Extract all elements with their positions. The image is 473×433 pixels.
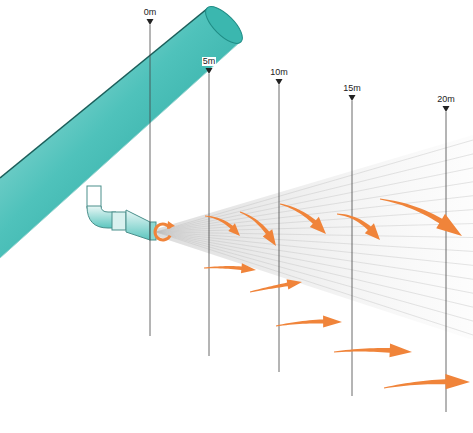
distance-label: 20m [436, 95, 456, 104]
distance-label: 0m [143, 8, 158, 17]
distance-marker [443, 106, 450, 112]
airflow-arrow [250, 279, 302, 292]
spray-fan [156, 135, 473, 340]
airflow-arrow [384, 374, 470, 389]
distance-marker [276, 79, 283, 85]
airflow-arrow [334, 344, 412, 358]
distance-lines [147, 19, 450, 412]
spray-line [156, 140, 473, 232]
swirl-arrowhead [167, 221, 175, 229]
distance-line [352, 101, 353, 396]
airflow-arrow [205, 216, 240, 236]
distance-marker [206, 68, 213, 74]
airflow-arrow [204, 263, 256, 273]
distance-marker [147, 19, 154, 25]
airflow-arrow [380, 199, 462, 236]
distance-line [446, 112, 447, 412]
airflow-arrow [276, 316, 342, 328]
distance-label: 15m [342, 84, 362, 93]
airflow-arrows [155, 199, 470, 390]
distance-label: 5m [202, 57, 217, 66]
distance-marker [349, 95, 356, 101]
airflow-arrow [240, 212, 276, 246]
spray-line [156, 232, 473, 279]
distance-label: 10m [269, 68, 289, 77]
distance-line [279, 85, 280, 372]
nozzle [87, 186, 156, 240]
distance-line [150, 25, 151, 336]
spray-line [156, 232, 473, 265]
spray-line [156, 232, 473, 293]
spray-line [156, 232, 473, 335]
spray-line [156, 232, 473, 307]
spray-line [156, 232, 473, 321]
airflow-arrow [337, 214, 380, 240]
distance-line [209, 74, 210, 356]
airflow-arrow [280, 204, 326, 234]
